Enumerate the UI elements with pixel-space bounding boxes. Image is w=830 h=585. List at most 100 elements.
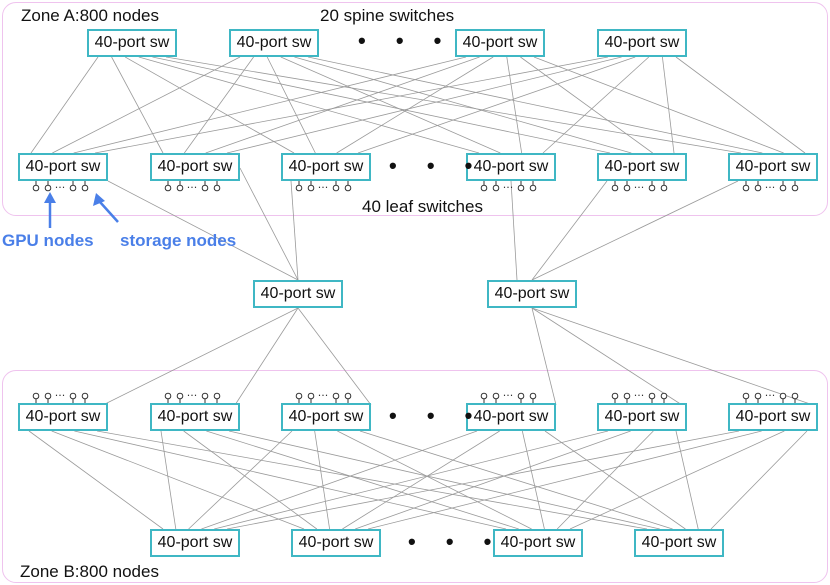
zone-a-link-3-2 [205,56,480,154]
zone-b-leaf-6-node-2 [754,392,762,400]
zone-a-leaf-6-node-2 [754,184,762,192]
zone-a-link-1-5 [152,56,611,154]
zone-a-leaf-5-node-2 [623,184,631,192]
zone-b-leaf-2-node-4 [213,392,221,400]
zone-a-link-1-4 [138,56,480,154]
zone-a-leaf-switch-1[interactable]: 40-port sw [18,153,108,181]
zone-a-leaf-5-node-1 [611,184,619,192]
zone-a-leaf-4-node-ellipsis: ··· [503,181,514,194]
zone-b-leaf-5-node-3 [648,392,656,400]
zone-b-leaf-1-node-3 [69,392,77,400]
zone-b-link-3-4 [359,430,673,530]
zone-b-leaf-4-node-ellipsis: ··· [503,389,514,402]
storage-nodes-annotation: storage nodes [120,231,237,250]
zone-b-leaf-5-node-4 [660,392,668,400]
zone-b-spine-switch-3[interactable]: 40-port sw [493,529,583,557]
zone-b-leaf-switch-2[interactable]: 40-port sw [150,403,240,431]
zone-b-leaf-3-node-4 [344,392,352,400]
zone-a-link-4-3 [357,56,636,154]
zone-b-leaf-switch-4[interactable]: 40-port sw [466,403,556,431]
zone-a-leaf-switch-5[interactable]: 40-port sw [597,153,687,181]
zone-a-spine-switch-4[interactable]: 40-port sw [597,29,687,57]
zone-b-leaf-4-node-2 [492,392,500,400]
gpu-nodes-annotation: GPU nodes [2,231,94,250]
zone-a-leaf-2-node-1 [164,184,172,192]
zone-b-link-5-3 [556,430,654,530]
zone-a-leaf-1-node-2 [44,184,52,192]
zone-a-leaf-switch-6[interactable]: 40-port sw [728,153,818,181]
zone-b-link-3-1 [188,430,293,530]
zone-a-link-2-5 [294,56,632,154]
zone-b-link-6-3 [569,430,785,530]
zone-a-leaf-4-node-4 [529,184,537,192]
zone-a-leaf-4-node-3 [517,184,525,192]
zone-a-link-3-6 [533,56,784,154]
core-switch-right[interactable]: 40-port sw [487,280,577,308]
zone-a-leaf-3-node-2 [307,184,315,192]
zone-b-leaf-switch-6[interactable]: 40-port sw [728,403,818,431]
zone-b-spine-switch-2[interactable]: 40-port sw [291,529,381,557]
zone-a-leaf-2-node-4 [213,184,221,192]
zone-b-leaf-5-node-2 [623,392,631,400]
zone-a-link-1-1 [30,56,99,154]
zone-a-leaf-switch-3[interactable]: 40-port sw [281,153,371,181]
zone-a-leaf-3-node-4 [344,184,352,192]
zone-b-link-2-1 [160,430,177,530]
zone-b-leaf-3-node-3 [332,392,340,400]
zone-a-link-1-6 [165,56,742,154]
zone-a-leaf-1-node-3 [69,184,77,192]
leaf-switches-label: 40 leaf switches [362,197,483,216]
zone-a-leaf-5-node-4 [660,184,668,192]
zone-b-link-4-2 [342,430,500,530]
zone-b-leaf-3-node-2 [307,392,315,400]
zone-b-link-1-4 [96,430,648,530]
zone-b-leaf-2-node-ellipsis: ··· [187,389,198,402]
zone-b-leaf-3-node-1 [295,392,303,400]
zone-a-leaf-switch-4[interactable]: 40-port sw [466,153,556,181]
zone-b-link-5-4 [675,430,699,530]
zone-b-leaf-3-node-ellipsis: ··· [318,389,329,402]
zone-b-leaf-4-node-1 [480,392,488,400]
zone-a-to-core-link-4 [531,180,739,281]
zone-a-leaf-3-node-1 [295,184,303,192]
core-to-zone-b-link-3 [297,307,372,406]
zone-a-leaf-4-node-1 [480,184,488,192]
zone-b-leaf-switch-1[interactable]: 40-port sw [18,403,108,431]
zone-b-leaf-5-node-ellipsis: ··· [634,389,645,402]
zone-b-link-6-2 [367,430,762,530]
zone-b-boundary [2,370,828,583]
zone-b-link-1-3 [74,430,507,530]
core-to-zone-b-link-2 [234,307,299,406]
zone-b-link-4-3 [521,430,545,530]
zone-a-boundary [2,2,828,216]
zone-a-to-core-link-3 [531,180,608,281]
core-to-zone-b-link-1 [102,307,299,406]
zone-a-link-2-6 [307,56,763,154]
zone-b-title: Zone B:800 nodes [20,562,159,581]
zone-a-spine-switch-2[interactable]: 40-port sw [229,29,319,57]
zone-b-spine-switch-1[interactable]: 40-port sw [150,529,240,557]
zone-b-spine-ellipsis: • • • [408,529,504,554]
zone-a-leaf-4-node-2 [492,184,500,192]
zone-a-link-2-3 [266,56,316,154]
zone-a-to-core-link-2 [290,180,299,281]
zone-a-leaf-2-node-ellipsis: ··· [187,181,198,194]
gpu-nodes-arrowhead [44,192,56,203]
zone-b-leaf-2-node-2 [176,392,184,400]
zone-a-leaf-6-node-3 [779,184,787,192]
zone-b-leaf-1-node-1 [32,392,40,400]
zone-a-link-1-2 [111,56,164,154]
core-switch-left[interactable]: 40-port sw [253,280,343,308]
zone-a-spine-switch-1[interactable]: 40-port sw [87,29,177,57]
zone-b-leaf-switch-3[interactable]: 40-port sw [281,403,371,431]
core-to-zone-b-link-4 [531,307,557,406]
zone-a-to-core-link-5 [510,180,518,281]
zone-b-spine-switch-4[interactable]: 40-port sw [634,529,724,557]
zone-a-leaf-6-node-1 [742,184,750,192]
zone-a-spine-switch-3[interactable]: 40-port sw [455,29,545,57]
zone-a-link-3-3 [336,56,494,154]
zone-a-leaf-switch-2[interactable]: 40-port sw [150,153,240,181]
zone-a-link-2-1 [52,56,241,154]
zone-b-leaf-switch-5[interactable]: 40-port sw [597,403,687,431]
